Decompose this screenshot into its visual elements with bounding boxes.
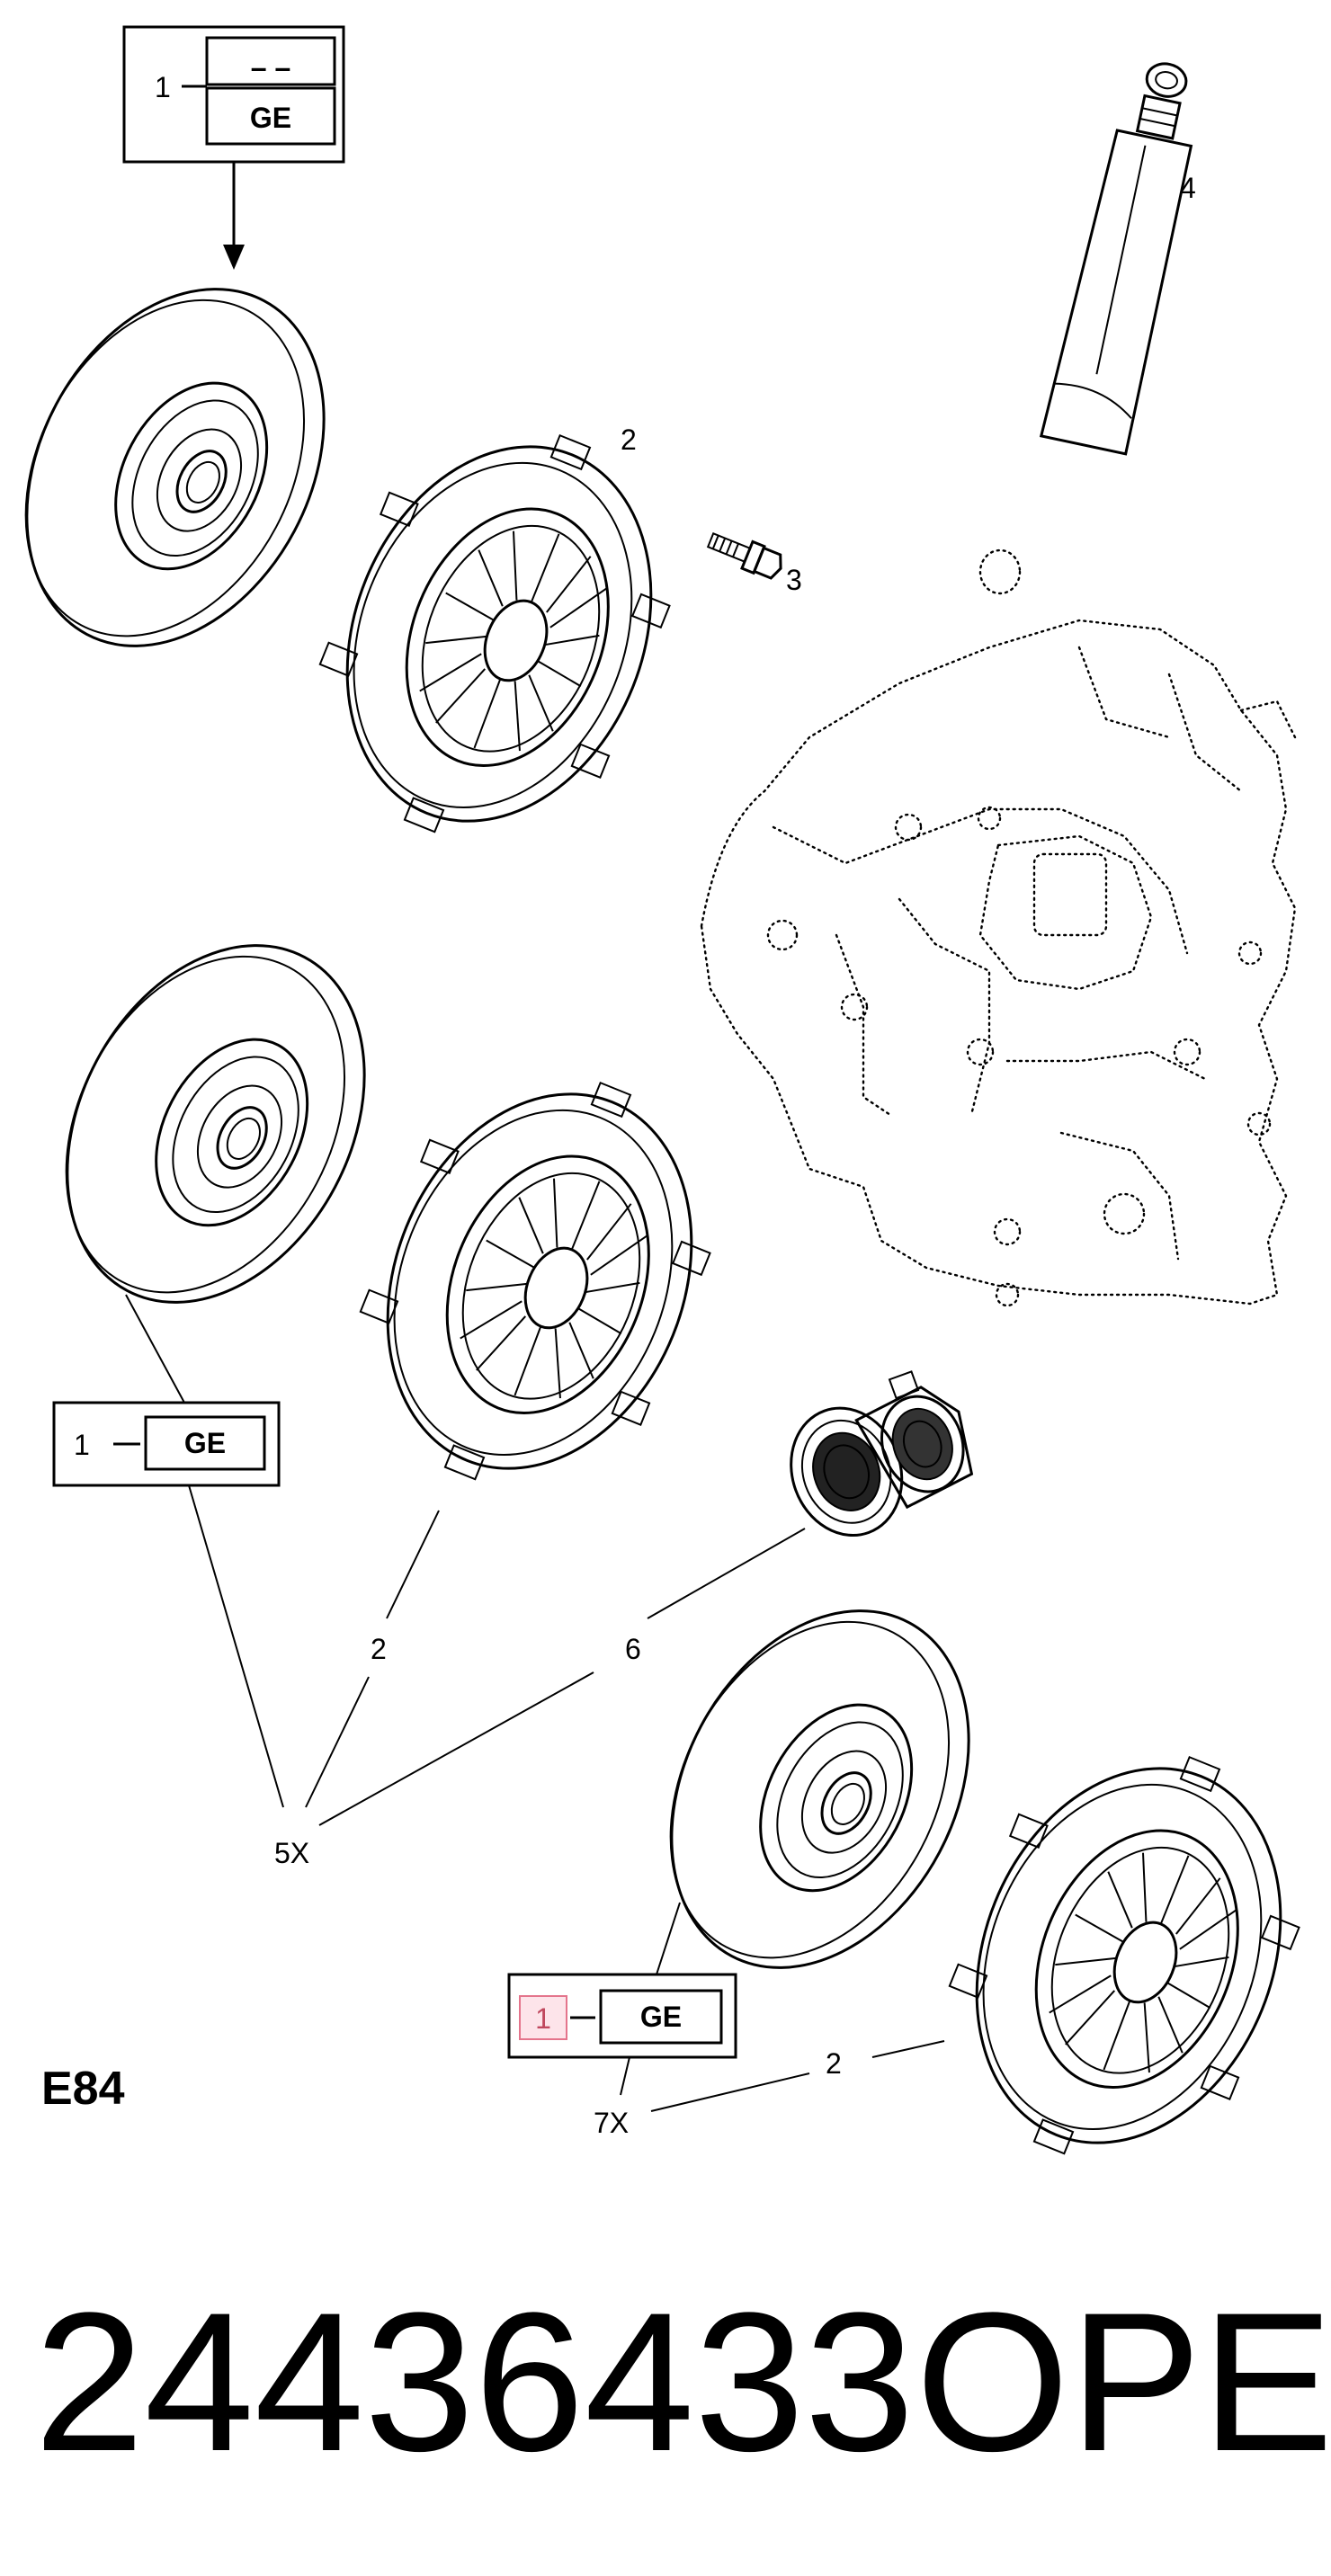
leader-lines-7x <box>620 1902 945 2112</box>
label-part-2-bottom: 2 <box>826 2047 842 2080</box>
callout-bottom-grade: GE <box>640 2001 682 2033</box>
label-part-3: 3 <box>786 564 802 596</box>
pressure-plate-bottom <box>948 1755 1300 2155</box>
clutch-disc-middle <box>65 944 366 1304</box>
release-bearing <box>790 1370 974 1538</box>
callout-middle-grade: GE <box>184 1427 226 1459</box>
label-part-4: 4 <box>1180 172 1196 204</box>
leader-lines-5x <box>125 1294 806 1826</box>
callout-box-bottom: 1 GE <box>507 1973 737 2059</box>
label-part-2-top: 2 <box>621 423 637 456</box>
clutch-disc-bottom <box>669 1609 970 1969</box>
callout-top-grade: GE <box>250 102 291 134</box>
brand-name: OPEL <box>916 2271 1331 2492</box>
callout-top-code: – – <box>251 51 290 84</box>
callout-middle-qty: 1 <box>74 1429 90 1461</box>
arrow-top-callout <box>223 162 245 270</box>
label-kit-5x: 5X <box>274 1837 309 1869</box>
callout-box-middle: 1 GE <box>52 1401 281 1487</box>
diagram-code: E84 <box>41 2063 125 2115</box>
gearbox-housing-outline <box>700 548 1297 1307</box>
label-part-2-middle: 2 <box>371 1633 387 1665</box>
callout-top-qty: 1 <box>155 71 171 103</box>
pressure-plate-top <box>318 433 671 833</box>
part-number: 24436433 <box>34 2271 915 2492</box>
pressure-plate-middle <box>359 1081 711 1481</box>
clutch-disc-top <box>24 288 326 647</box>
bolt-part <box>706 532 782 580</box>
grease-tube <box>1039 62 1193 456</box>
label-part-6: 6 <box>625 1633 641 1665</box>
callout-box-top: 1 – – GE <box>122 25 345 164</box>
label-kit-7x: 7X <box>594 2107 629 2139</box>
callout-bottom-qty: 1 <box>535 2002 551 2035</box>
